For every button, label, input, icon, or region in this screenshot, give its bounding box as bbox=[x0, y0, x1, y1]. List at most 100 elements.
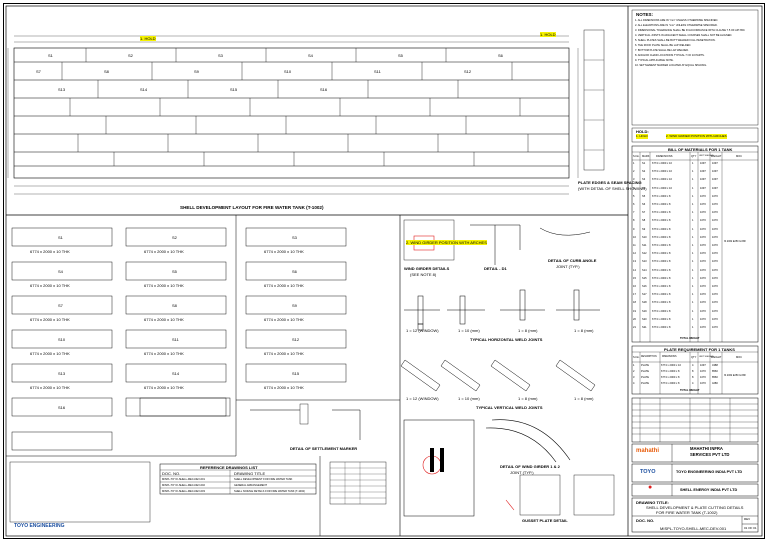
drawing-title-line-1: SHELL DEVELOPMENT & PLATE CUTTING DETAIL… bbox=[646, 505, 744, 510]
bom-cell: 1070 bbox=[712, 235, 718, 239]
bom-cell: S12 bbox=[642, 252, 647, 256]
plate-label: S1 bbox=[48, 53, 53, 58]
detail-d1-title: DETAIL - D1 bbox=[484, 266, 507, 271]
bom-cell: 1070 bbox=[700, 227, 706, 231]
plate-req-cell: 6774 x 2000 x 8 bbox=[661, 370, 680, 373]
bom-cell: 1097 bbox=[700, 186, 706, 190]
bom-cell: 3 bbox=[633, 178, 635, 182]
scale-label: 1 = 8 (mm) bbox=[518, 328, 538, 333]
bom-cell: 1070 bbox=[712, 293, 718, 297]
bom-cell: 8 bbox=[633, 219, 635, 223]
bom-cell: 1 bbox=[692, 227, 694, 231]
plate-req-header: UNIT WEIGHT bbox=[699, 356, 714, 358]
ref-header: DRAWING TITLE bbox=[234, 471, 266, 476]
plate-label: S13 bbox=[58, 371, 66, 376]
plate-req-cell: 1070 bbox=[700, 370, 706, 373]
note-item: 9. TYPICAL APPLICABLE NOTE. bbox=[635, 59, 674, 62]
plate-req-cell: 6774 x 2000 x 8 bbox=[661, 376, 680, 379]
bom-cell: 1 bbox=[692, 244, 694, 247]
bom-cell: S3 bbox=[642, 178, 646, 182]
plate-req-cell: PLATE bbox=[641, 370, 650, 373]
plate-caption: 6774 x 2000 x 10 THK bbox=[264, 385, 304, 390]
bom-cell: S6 bbox=[642, 203, 646, 206]
bom-cell: S15 bbox=[642, 276, 647, 280]
bom-cell: 13 bbox=[633, 260, 636, 264]
curb-angle-title: DETAIL OF CURB ANGLE bbox=[548, 258, 597, 263]
plate-req-cell: 4 bbox=[692, 364, 694, 367]
bom-cell: 6774 x 2000 x 8 bbox=[652, 285, 671, 288]
bom-cell: 1070 bbox=[700, 211, 706, 215]
bom-cell: 1097 bbox=[712, 170, 718, 174]
plate-label: S7 bbox=[58, 303, 63, 308]
note-item: 1. ALL DIMENSIONS ARE IN "mm" UNLESS OTH… bbox=[635, 19, 719, 22]
bom-cell: 6774 x 2000 x 8 bbox=[652, 301, 671, 305]
ref-title: REFERENCE DRAWINGS LIST bbox=[200, 465, 258, 470]
plate-caption: 6774 x 2000 x 10 THK bbox=[30, 249, 70, 254]
wind-girder-title: WIND GIRDER DETAILS bbox=[404, 266, 450, 271]
bom-header: QTY bbox=[691, 155, 697, 158]
ref-cell: MISPL-TOYO-SHELL-MEC-DEV-001 bbox=[162, 478, 205, 481]
toyo-logo: TOYO bbox=[640, 469, 656, 475]
bom-cell: 6774 x 2000 x 8 bbox=[652, 227, 671, 231]
plate-req-cell: 1 bbox=[633, 364, 635, 367]
plate-req-cell: 8560 bbox=[712, 376, 718, 379]
plate-label: S12 bbox=[464, 69, 472, 74]
bom-cell: 1097 bbox=[700, 162, 706, 165]
hold-item: 2. WIND GIRDER POSITION WITH ARCHES bbox=[666, 134, 727, 139]
bom-cell: 1070 bbox=[700, 317, 706, 321]
bom-cell: 1070 bbox=[700, 268, 706, 272]
wind-girder-subtitle: (SEE NOTE 8) bbox=[410, 272, 437, 277]
bom-cell: 19 bbox=[633, 309, 636, 313]
bom-cell: 1 bbox=[692, 162, 694, 165]
bom-cell: 1 bbox=[692, 285, 694, 288]
plate-caption: 6774 x 2000 x 10 THK bbox=[30, 385, 70, 390]
highlight-note: 1. HOLD bbox=[540, 32, 556, 37]
note-item: 3. DIMENSIONAL TOLERANCE SHALL BE IN ACC… bbox=[635, 29, 746, 32]
plate-caption: 6774 x 2000 x 10 THK bbox=[30, 351, 70, 356]
ref-cell: SHELL NOZZLE DETAILS FOR FIRE WATER TANK… bbox=[234, 490, 305, 493]
wind-girder-detail-title: DETAIL OF WIND GIRDER 1 & 2 bbox=[500, 464, 560, 469]
bom-cell: 1 bbox=[692, 211, 694, 215]
plate-caption: 6774 x 2000 x 10 THK bbox=[264, 351, 304, 356]
bom-cell: S1 bbox=[642, 162, 646, 165]
plate-req-total: TOTAL WEIGHT bbox=[680, 389, 700, 392]
bom-cell: 1 bbox=[692, 260, 694, 264]
plate-req-cell: 3 bbox=[633, 376, 635, 379]
bom-header: DIMENSIONS bbox=[656, 155, 673, 158]
plate-req-cell: 8560 bbox=[712, 370, 718, 373]
bom-cell: 18 bbox=[633, 301, 636, 305]
highlight-note: 2. WIND GIRDER POSITION WITH ARCHES bbox=[406, 240, 487, 245]
bom-cell: 1 bbox=[692, 252, 694, 256]
plate-label: S8 bbox=[172, 303, 177, 308]
bom-cell: 9 bbox=[633, 227, 635, 231]
plate-label: S10 bbox=[284, 69, 292, 74]
plate-label: S2 bbox=[172, 235, 177, 240]
company-1-name-2: SERVICES PVT LTD bbox=[690, 452, 730, 457]
bom-cell: 1070 bbox=[700, 203, 706, 206]
note-item: 6. THE ROOF PLATE SHALL BE LAP WELDED. bbox=[635, 44, 692, 47]
bom-cell: 14 bbox=[633, 268, 636, 272]
vertical-joints-title: TYPICAL VERTICAL WELD JOINTS bbox=[476, 405, 543, 410]
ref-cell: MISPL-TOYO-SHELL-MEC-DEV-002 bbox=[162, 484, 205, 487]
plate-req-cell: 6774 x 2000 x 10 bbox=[661, 364, 681, 367]
plate-req-cell: 4280 bbox=[712, 382, 718, 385]
plate-req-title: PLATE REQUIREMENT FOR 1 TANKS bbox=[664, 347, 735, 352]
notes-title: NOTES: bbox=[636, 12, 654, 17]
plate-req-cell: 4388 bbox=[712, 364, 718, 367]
bom-cell: 6 bbox=[633, 203, 635, 206]
bom-cell: 1 bbox=[633, 162, 635, 165]
bom-cell: 1070 bbox=[700, 293, 706, 297]
scale-label: 1 = 10 (mm) bbox=[458, 396, 480, 401]
bom-cell: 5 bbox=[633, 194, 635, 198]
plate-caption: 6774 x 2000 x 10 THK bbox=[264, 249, 304, 254]
plate-label: S6 bbox=[498, 53, 503, 58]
ref-cell: SHELL DEVELOPMENT FOR FIRE WATER TANK bbox=[234, 478, 293, 481]
gusset-title: GUSSET PLATE DETAIL bbox=[522, 518, 568, 523]
scale-label: 1 = 12 (WINDOW) bbox=[406, 396, 439, 401]
plate-caption: 6774 x 2000 x 10 THK bbox=[144, 385, 184, 390]
bom-cell: 1 bbox=[692, 194, 694, 198]
bom-cell: 1070 bbox=[712, 260, 718, 264]
plate-edges-subtitle: (WITH DETAIL OF SHELL SHOWING) bbox=[578, 186, 647, 191]
bom-cell: 1070 bbox=[700, 244, 706, 247]
